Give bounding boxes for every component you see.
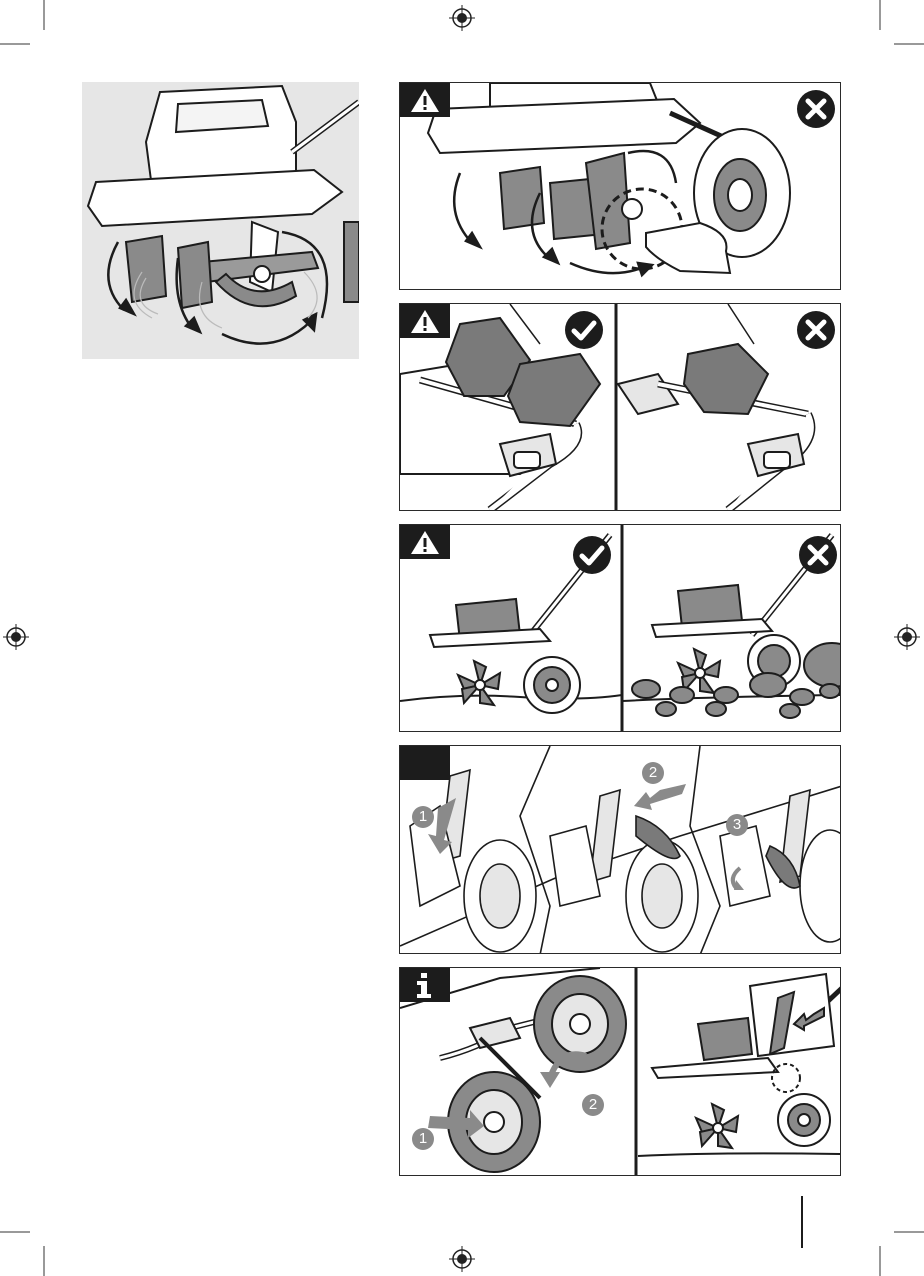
warning-badge bbox=[400, 304, 450, 338]
warning-icon bbox=[400, 525, 450, 559]
cross-icon bbox=[796, 310, 836, 350]
check-icon bbox=[572, 535, 612, 575]
step-number: 2 bbox=[582, 1094, 604, 1116]
panel-depth-bar-assembly: 1 2 3 bbox=[399, 745, 841, 954]
glove-right bbox=[508, 354, 600, 426]
panel-wheels: 1 2 bbox=[399, 967, 841, 1176]
step-number: 1 bbox=[412, 806, 434, 828]
panel-hand-near-tines bbox=[399, 82, 841, 290]
cross-icon bbox=[798, 535, 838, 575]
registration-mark-top bbox=[449, 5, 475, 31]
page-marker-bar bbox=[801, 1196, 803, 1248]
intro-illustration bbox=[82, 82, 359, 359]
blank-badge bbox=[400, 746, 450, 780]
wheels-drawing bbox=[400, 968, 841, 1176]
warning-badge bbox=[400, 83, 450, 117]
tine-hood bbox=[88, 170, 342, 226]
warning-icon bbox=[400, 304, 450, 338]
check-icon bbox=[564, 310, 604, 350]
grip-drawing bbox=[400, 304, 841, 511]
tiller-tines-drawing bbox=[82, 82, 359, 359]
info-badge bbox=[400, 968, 450, 1002]
stones-group bbox=[632, 643, 841, 718]
hand-danger-drawing bbox=[400, 83, 841, 290]
panel-stones bbox=[399, 524, 841, 732]
registration-mark-right bbox=[894, 624, 920, 650]
step-number: 3 bbox=[726, 814, 748, 836]
warning-badge bbox=[400, 525, 450, 559]
ground-line bbox=[400, 695, 622, 701]
assembly-drawing bbox=[400, 746, 841, 954]
step-number: 1 bbox=[412, 1128, 434, 1150]
tine-hood bbox=[428, 99, 700, 153]
stones-drawing bbox=[400, 525, 841, 732]
cross-icon bbox=[796, 89, 836, 129]
warning-icon bbox=[400, 83, 450, 117]
registration-mark-bottom bbox=[449, 1246, 475, 1272]
info-icon bbox=[400, 968, 450, 1002]
registration-mark-left bbox=[3, 624, 29, 650]
step-number: 2 bbox=[642, 762, 664, 784]
panel-grip bbox=[399, 303, 841, 511]
